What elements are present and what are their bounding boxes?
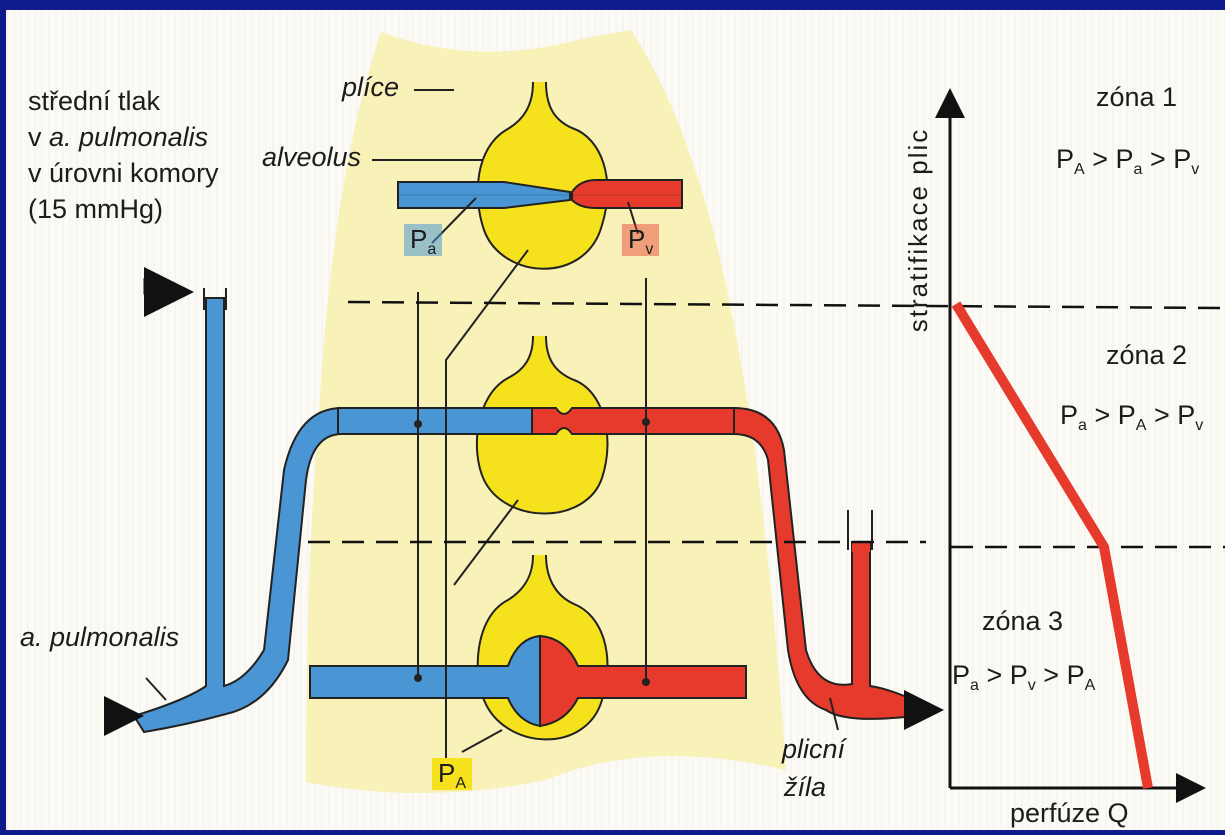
zone-1-relation: PA > Pa > Pv: [1056, 146, 1199, 173]
zone-2-relation: Pa > PA > Pv: [1060, 402, 1203, 429]
zone-3-relation: Pa > Pv > PA: [952, 662, 1095, 689]
perfusion-curve: [956, 304, 1148, 788]
mean-pressure-label-1: střední tlak: [28, 88, 160, 115]
zone-3-label: zóna 3: [982, 608, 1063, 635]
mean-pressure-label-4: (15 mmHg): [28, 196, 163, 223]
mean-pressure-label-3: v úrovni komory: [28, 160, 219, 187]
y-axis-label: stratifikace plic: [905, 128, 931, 333]
zone-2-label: zóna 2: [1106, 342, 1187, 369]
pressure-level-arrow: [146, 278, 184, 292]
artery-label: a. pulmonalis: [20, 624, 179, 651]
pa-tag: Pa: [404, 224, 442, 256]
pv-tag: Pv: [622, 224, 659, 256]
capillary-zone-2: [338, 408, 734, 434]
x-axis-label: perfúze Q: [1010, 800, 1129, 827]
alveolus-label: alveolus: [262, 144, 361, 171]
lung-label: plíce: [342, 74, 399, 101]
palv-tag: PA: [432, 758, 472, 790]
mean-pressure-label-2: v a. pulmonalis: [28, 124, 208, 151]
vein-label-2: žíla: [784, 774, 826, 801]
vein-label-1: plicní: [782, 736, 845, 763]
zone-1-label: zóna 1: [1096, 84, 1177, 111]
diagram-frame: střední tlak v a. pulmonalis v úrovni ko…: [6, 10, 1225, 830]
